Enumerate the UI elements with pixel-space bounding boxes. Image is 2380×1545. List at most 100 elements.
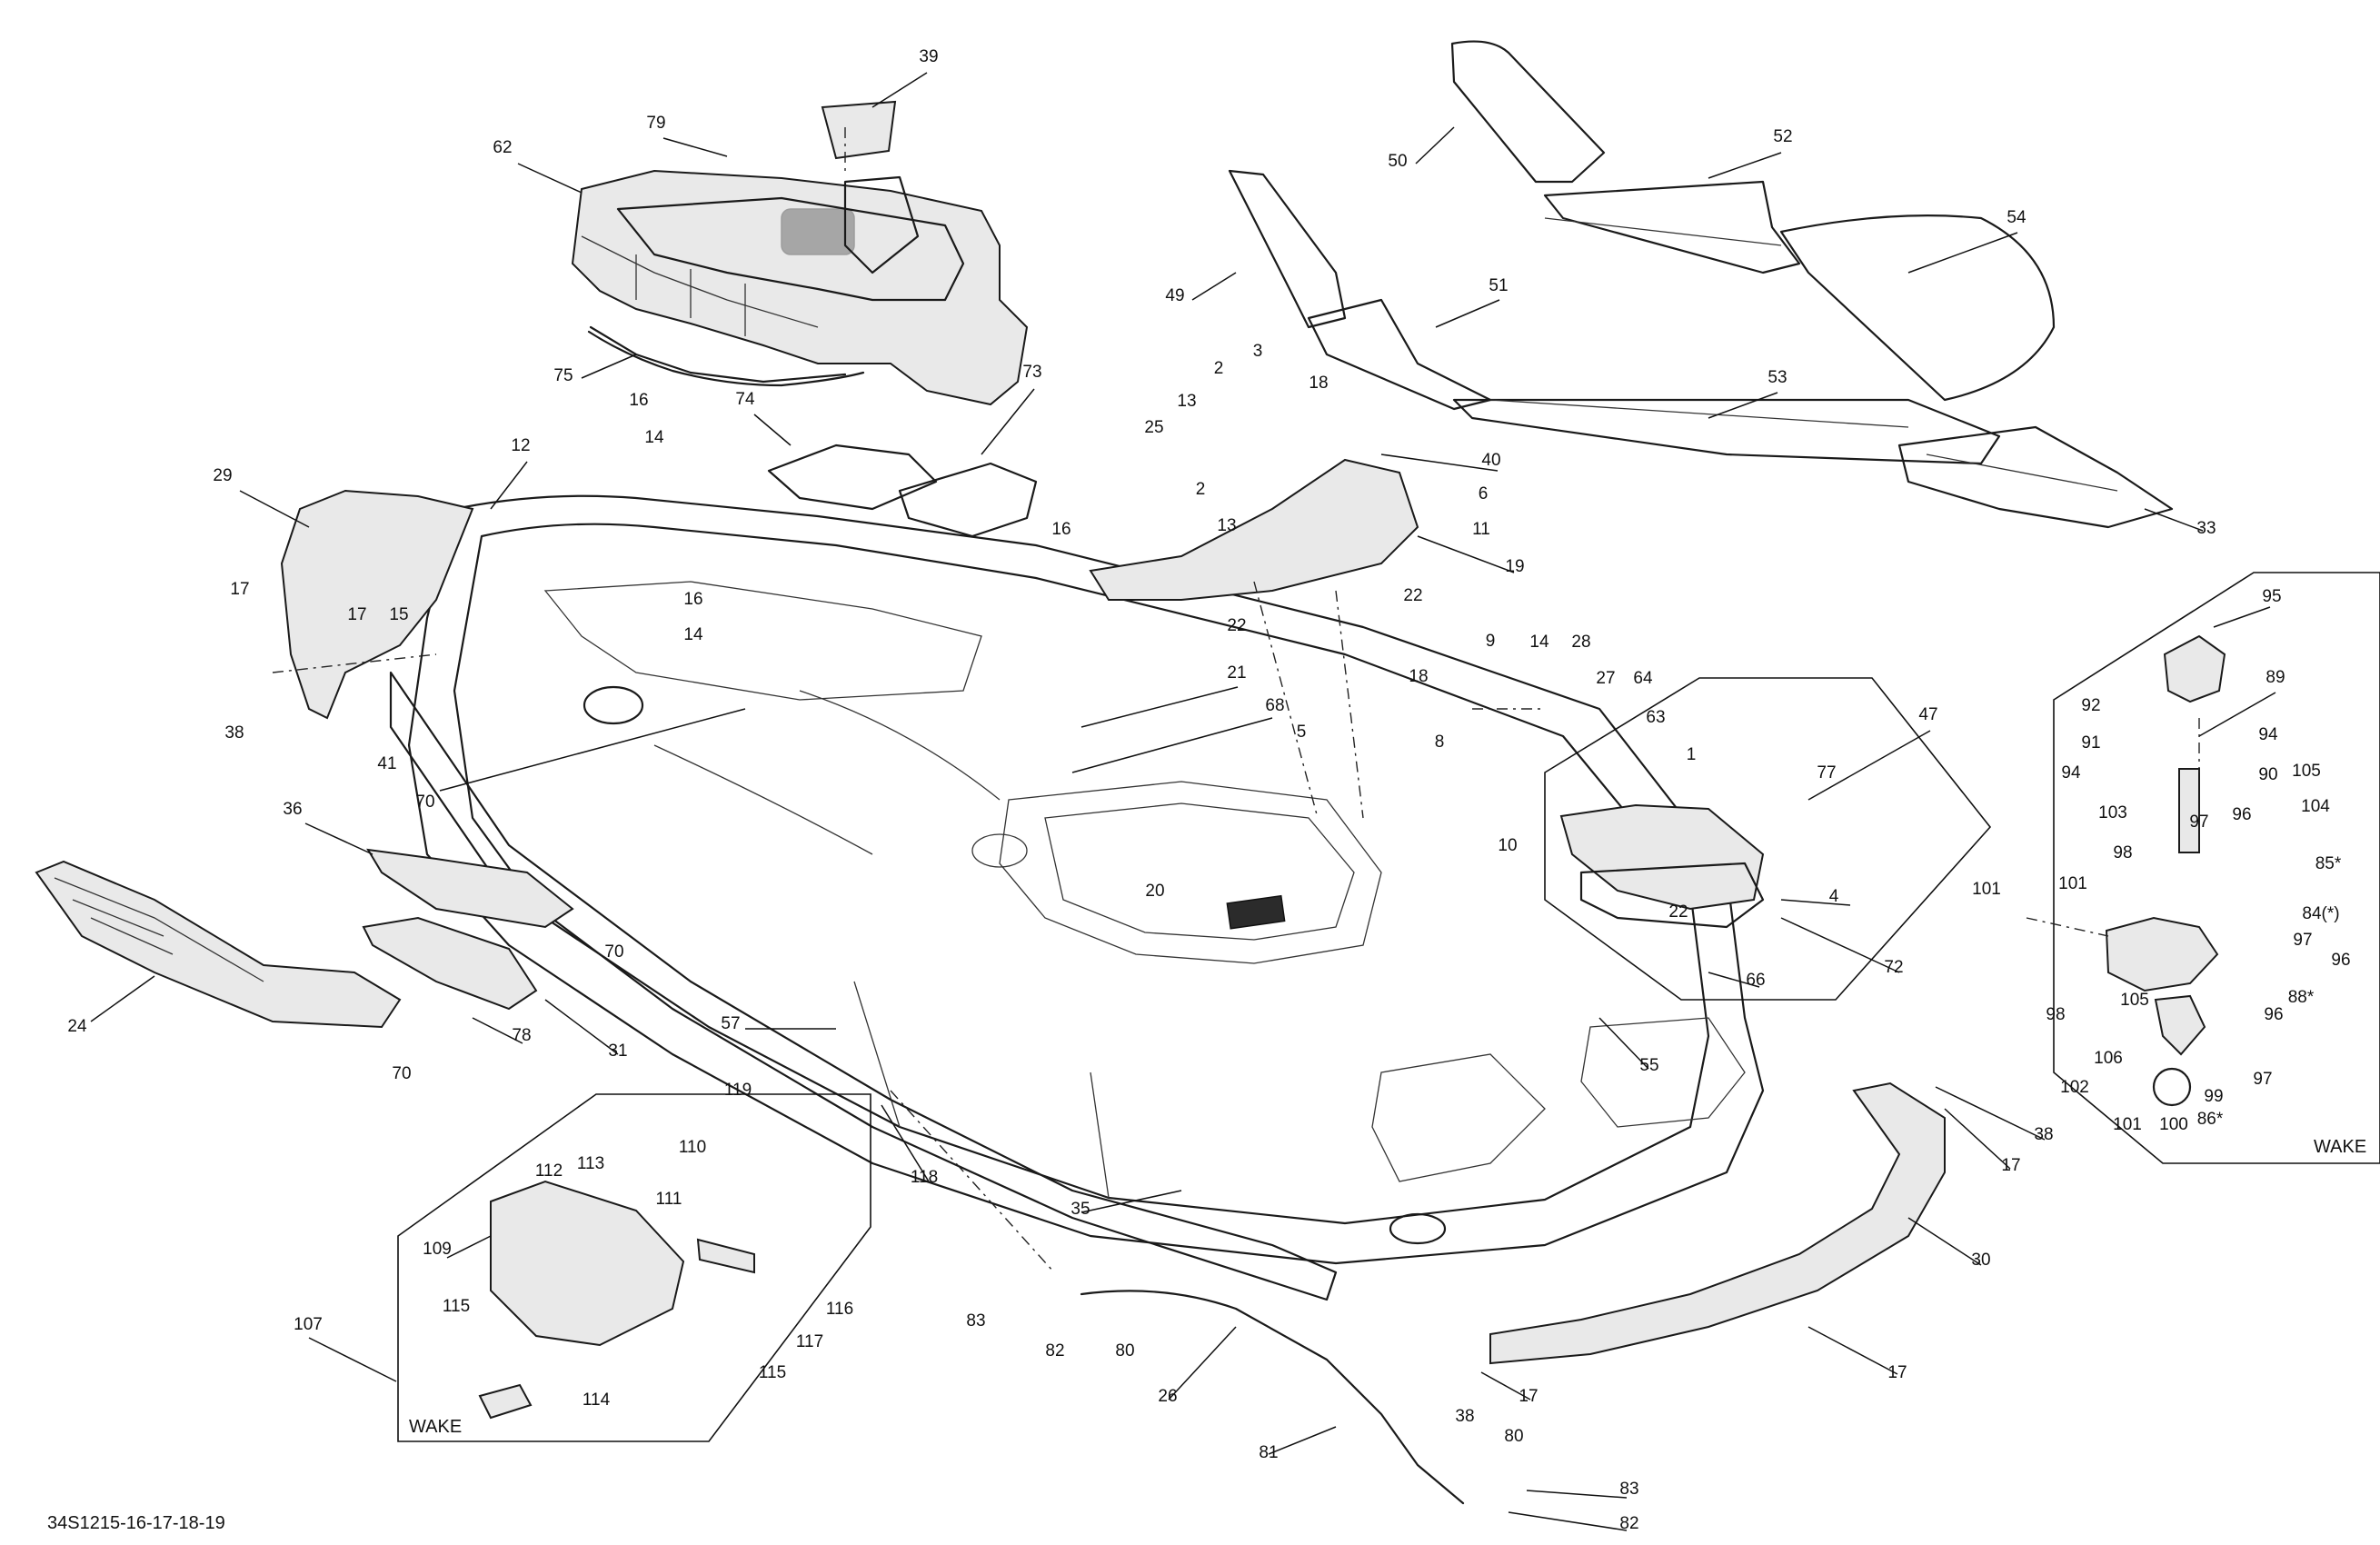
bracket-rail-116 <box>696 1238 755 1274</box>
callout-116: 116 <box>826 1300 853 1319</box>
callout-31: 31 <box>608 1042 627 1061</box>
storage-bin-part <box>571 169 1029 406</box>
callout-18: 18 <box>1309 374 1328 393</box>
callout-115: 115 <box>759 1363 786 1382</box>
steering-cover-part <box>1089 458 1419 601</box>
front-fairing-part <box>280 489 474 720</box>
callout-115: 115 <box>443 1297 470 1316</box>
callout-88: 88* <box>2288 988 2315 1007</box>
callout-49: 49 <box>1165 286 1184 305</box>
callout-111: 111 <box>656 1190 682 1209</box>
callout-27: 27 <box>1596 669 1615 688</box>
callout-38: 38 <box>224 723 244 743</box>
callout-19: 19 <box>1505 557 1524 576</box>
callout-labels: 3979625052544951533375747316141229231813… <box>67 47 2350 1533</box>
callout-14: 14 <box>683 625 703 644</box>
callout-70: 70 <box>604 942 623 962</box>
callout-77: 77 <box>1817 763 1836 782</box>
callout-28: 28 <box>1571 633 1590 652</box>
callout-96: 96 <box>2232 805 2251 824</box>
bin-seal-part <box>587 330 865 387</box>
callout-47: 47 <box>1918 705 1937 724</box>
callout-24: 24 <box>67 1017 87 1036</box>
callout-102: 102 <box>2060 1078 2089 1097</box>
callout-8: 8 <box>1435 733 1445 752</box>
callout-112: 112 <box>535 1161 563 1181</box>
deck-mats <box>1228 40 2174 529</box>
tow-pylon-part <box>2105 634 2226 1107</box>
callout-35: 35 <box>1071 1200 1090 1219</box>
callout-17: 17 <box>1887 1363 1907 1382</box>
callout-74: 74 <box>735 390 755 409</box>
callout-117: 117 <box>796 1332 823 1351</box>
callout-2: 2 <box>1196 480 1206 499</box>
callout-2: 2 <box>1214 359 1224 378</box>
callout-95: 95 <box>2262 587 2281 606</box>
callout-54: 54 <box>2007 208 2026 227</box>
callout-62: 62 <box>493 138 512 157</box>
callout-75: 75 <box>553 366 573 385</box>
callout-78: 78 <box>512 1026 531 1045</box>
callout-17: 17 <box>1519 1387 1538 1406</box>
callout-53: 53 <box>1768 368 1787 387</box>
callout-18: 18 <box>1409 667 1428 686</box>
callout-105: 105 <box>2120 991 2149 1010</box>
glovebox-frame-part <box>1579 862 1765 929</box>
callout-85: 85* <box>2315 854 2342 873</box>
callout-16: 16 <box>629 391 648 410</box>
callout-15: 15 <box>389 605 408 624</box>
callout-91: 91 <box>2081 733 2100 753</box>
callout-17: 17 <box>2001 1156 2020 1175</box>
leader-lines <box>90 72 2276 1531</box>
callout-80: 80 <box>1115 1341 1134 1361</box>
callout-9: 9 <box>1486 632 1496 651</box>
callout-16: 16 <box>1051 520 1071 539</box>
seal-74-part <box>767 444 938 511</box>
callout-84: 84(*) <box>2302 904 2339 923</box>
callout-109: 109 <box>423 1240 452 1259</box>
callout-118: 118 <box>911 1168 938 1187</box>
callout-73: 73 <box>1022 363 1041 382</box>
side-panel-31-part <box>362 916 538 1011</box>
callout-101: 101 <box>2113 1115 2142 1134</box>
callout-6: 6 <box>1479 484 1489 503</box>
callout-83: 83 <box>1619 1480 1638 1499</box>
callout-101: 101 <box>1972 880 2001 899</box>
callout-97: 97 <box>2253 1070 2272 1089</box>
callout-81: 81 <box>1259 1443 1278 1462</box>
callout-99: 99 <box>2204 1087 2223 1106</box>
callout-17: 17 <box>347 605 366 624</box>
callout-21: 21 <box>1227 663 1246 683</box>
callout-41: 41 <box>377 754 396 773</box>
callout-100: 100 <box>2159 1115 2188 1134</box>
wake-box-left-label: WAKE <box>409 1417 462 1437</box>
callout-16: 16 <box>683 590 702 609</box>
callout-104: 104 <box>2301 797 2330 816</box>
callout-57: 57 <box>721 1014 740 1033</box>
callout-119: 119 <box>724 1081 752 1100</box>
callout-38: 38 <box>1455 1407 1474 1426</box>
callout-20: 20 <box>1145 882 1164 901</box>
callout-90: 90 <box>2258 765 2277 784</box>
callout-110: 110 <box>679 1138 706 1157</box>
callout-12: 12 <box>511 436 530 455</box>
callout-50: 50 <box>1388 152 1407 171</box>
callout-89: 89 <box>2265 668 2285 687</box>
callout-5: 5 <box>1297 723 1307 742</box>
callout-22: 22 <box>1227 616 1246 635</box>
wake-box-right <box>2053 572 2380 1164</box>
glovebox-lid-part <box>1559 803 1765 911</box>
rear-bumper-part <box>1489 1082 1946 1365</box>
callout-1: 1 <box>1687 745 1697 764</box>
callout-107: 107 <box>294 1315 323 1334</box>
callout-22: 22 <box>1668 902 1688 922</box>
callout-82: 82 <box>1619 1514 1638 1533</box>
diagram-reference-code: 34S1215-16-17-18-19 <box>47 1513 225 1533</box>
callout-70: 70 <box>392 1064 411 1083</box>
callout-17: 17 <box>230 580 249 599</box>
callout-52: 52 <box>1773 127 1792 146</box>
callout-82: 82 <box>1045 1341 1064 1361</box>
callout-97: 97 <box>2293 931 2312 950</box>
callout-97: 97 <box>2189 812 2208 832</box>
wake-box-left <box>397 1093 871 1442</box>
